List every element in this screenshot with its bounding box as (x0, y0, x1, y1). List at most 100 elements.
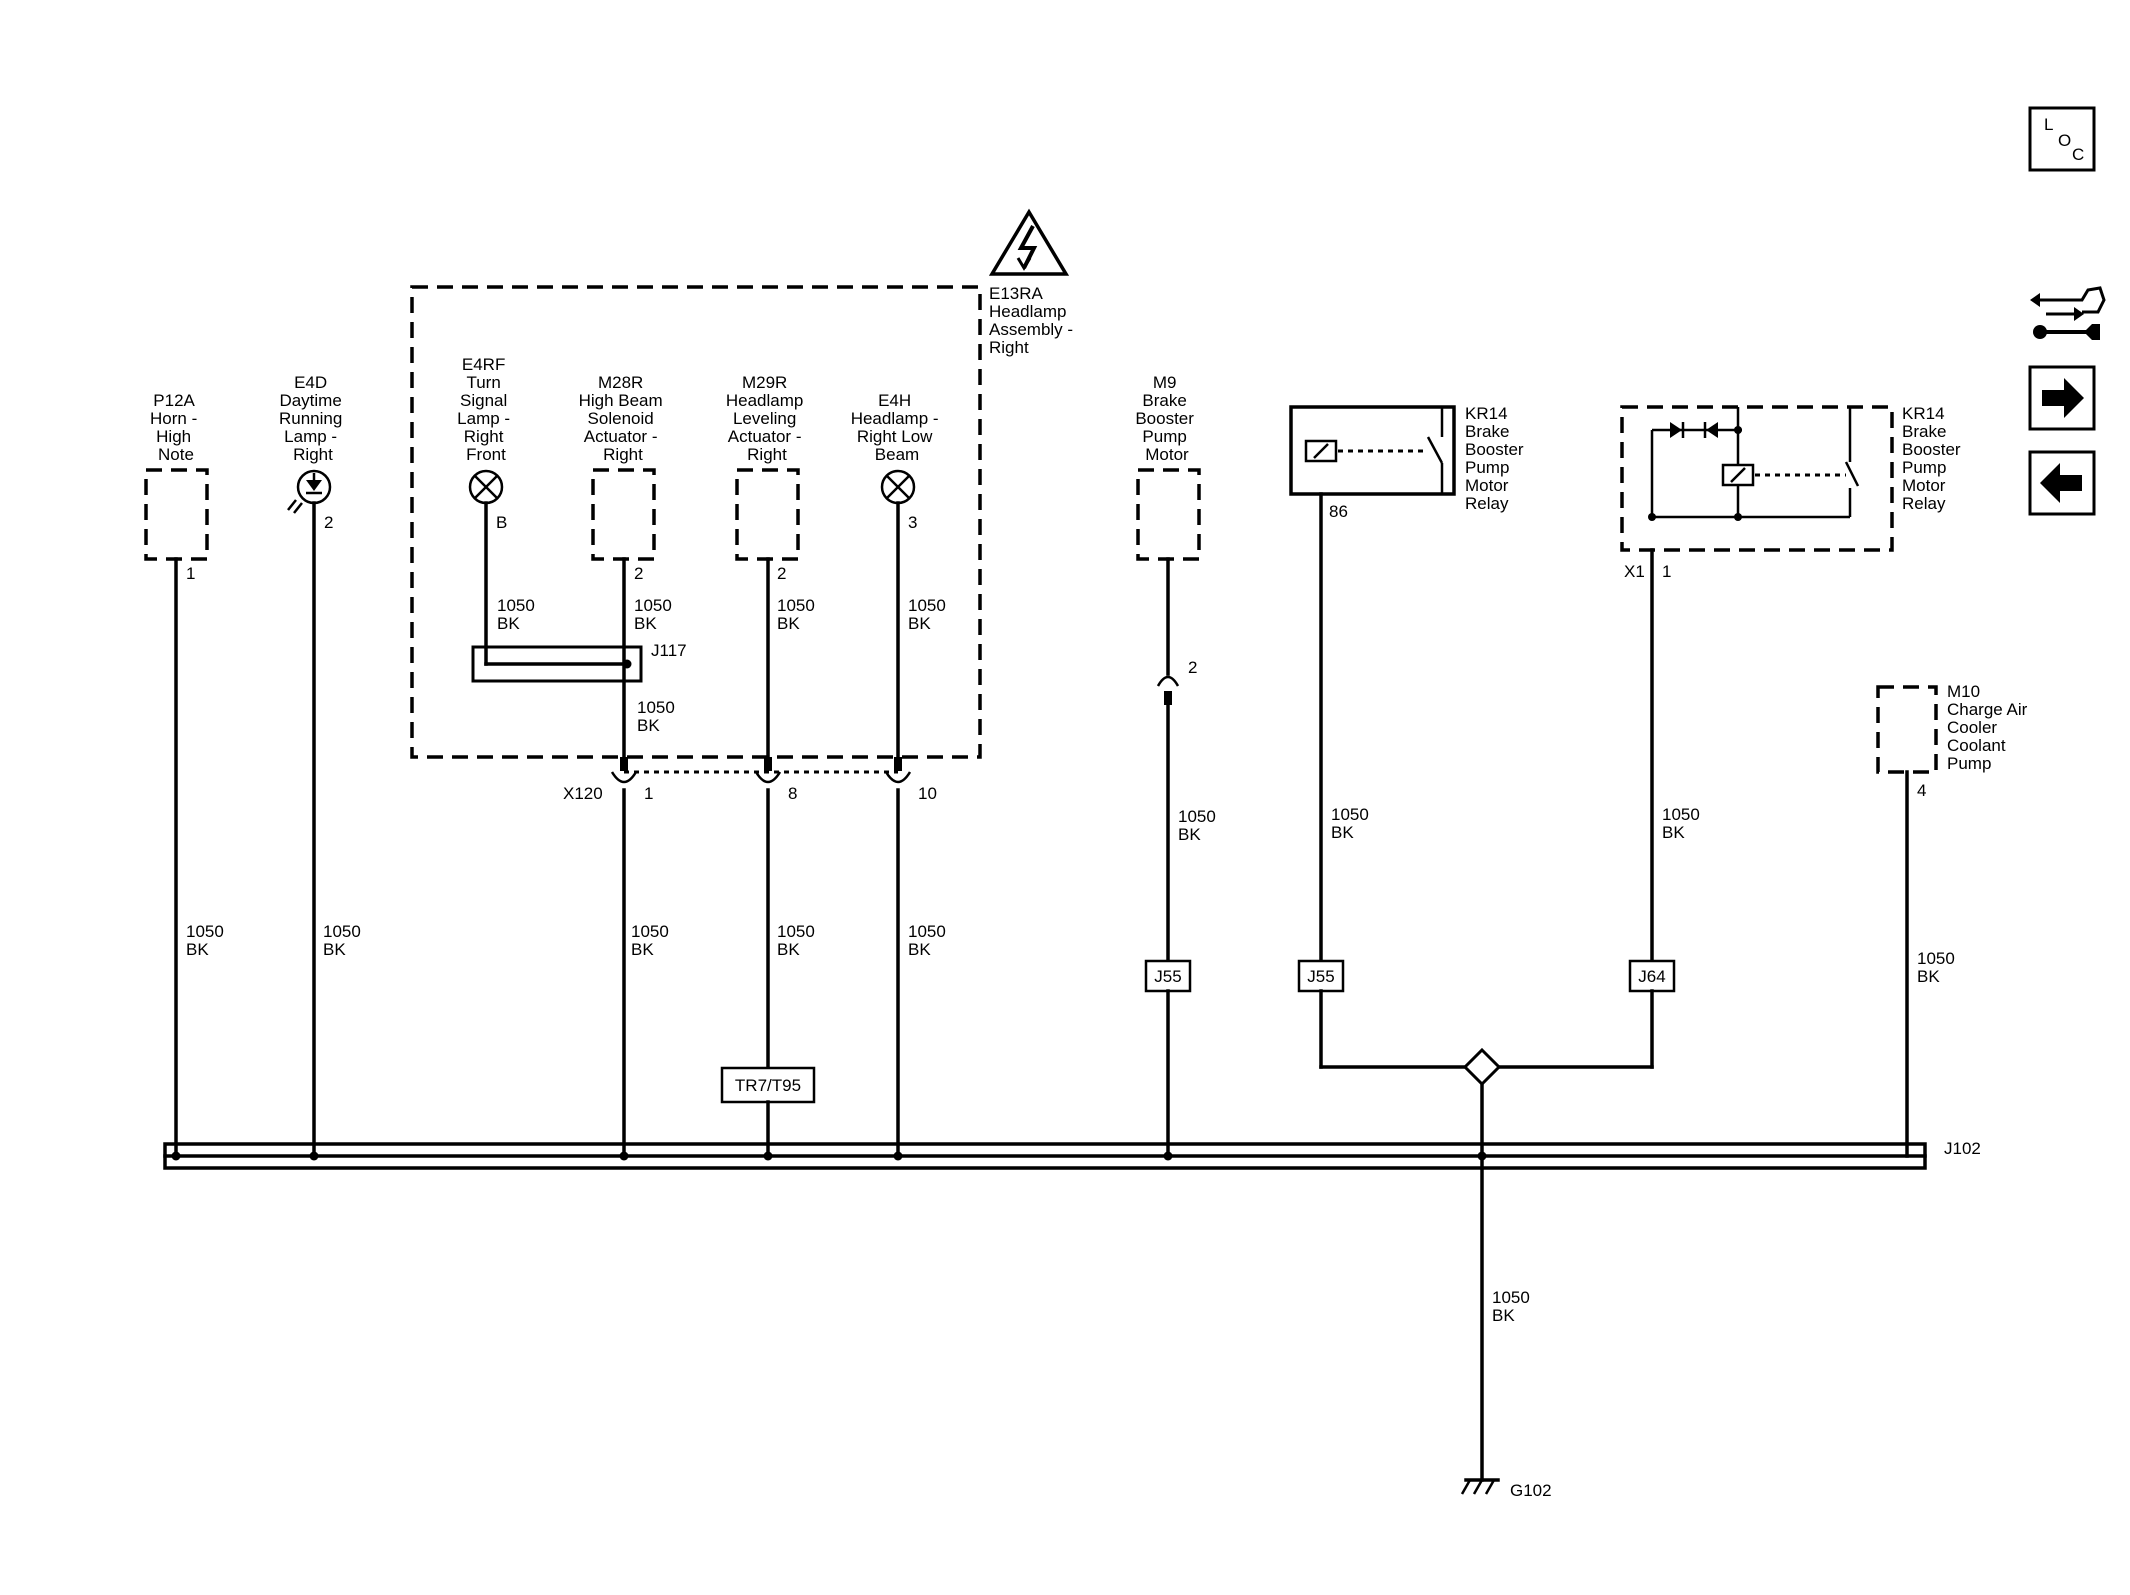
component-label: Solenoid (588, 409, 654, 428)
tr-reference-box: TR7/T95 (720, 1066, 816, 1104)
component-label: Note (158, 445, 194, 464)
wire-color: BK (1492, 1306, 1515, 1325)
svg-text:E4H Headlamp - Rig: E4H Headlamp - Right Low Beam (851, 391, 944, 464)
x120-pin: 8 (788, 784, 797, 803)
headlamp-assembly-e13ra: E13RA Headlamp Assembly - Right (410, 208, 1073, 759)
component-label: Pump (1142, 427, 1186, 446)
component-kr14-relay-a: KR14 Brake Booster Pump Motor Relay 86 1… (1289, 404, 1524, 1069)
component-m9-brake-booster-motor: M9 Brake Booster Pump Motor 2 1050 BK J5… (1135, 373, 1216, 1161)
next-page-button[interactable] (2028, 365, 2096, 431)
wire-gauge: 1050 (497, 596, 535, 615)
svg-text:L: L (2044, 115, 2053, 134)
component-label: Right (293, 445, 333, 464)
wire-color: BK (631, 940, 654, 959)
component-label: Motor (1465, 476, 1509, 495)
splice-pack-j102: J102 (163, 1139, 1981, 1170)
wire-color: BK (777, 614, 800, 633)
component-m28r-high-beam-actuator: M28R High Beam Solenoid Actuator - Right… (579, 373, 675, 1161)
pin-label: B (496, 513, 507, 532)
svg-text:E4RF Turn Signal: E4RF Turn Signal Lamp - Right Front (457, 355, 515, 464)
previous-arrow-icon (2040, 463, 2082, 503)
wire-color: BK (497, 614, 520, 633)
pin-label: 1 (186, 564, 195, 583)
component-label: M29R (742, 373, 787, 392)
wire-gauge: 1050 (634, 596, 672, 615)
component-label: Running (279, 409, 342, 428)
relay-coil-icon (1304, 439, 1338, 463)
component-label: E4RF (462, 355, 505, 374)
component-label: E4H (878, 391, 911, 410)
wire-gauge: 1050 (1331, 805, 1369, 824)
svg-text:M29R Headlamp Leve: M29R Headlamp Leveling Actuator - Right (726, 373, 808, 464)
ground-g102: G102 (1460, 1478, 1552, 1500)
esd-warning-icon (988, 208, 1070, 276)
component-e4rf-turn-signal: E4RF Turn Signal Lamp - Right Front B 10… (457, 355, 535, 666)
inline-connector-icon (1156, 675, 1180, 705)
component-label: Charge Air (1947, 700, 2028, 719)
component-label: Beam (875, 445, 919, 464)
component-label: M28R (598, 373, 643, 392)
component-label: Turn (466, 373, 500, 392)
diode-icon (1670, 422, 1718, 438)
j117-label: J117 (651, 641, 687, 660)
lamp-icon (880, 469, 916, 505)
pin-label: 4 (1917, 781, 1926, 800)
component-label: Pump (1947, 754, 1991, 773)
pin-label: 2 (1188, 658, 1197, 677)
component-label: Brake (1465, 422, 1509, 441)
loc-button[interactable]: L O C (2028, 106, 2096, 172)
connector-repair-button[interactable] (2030, 286, 2106, 340)
splice-j55: J55 (1144, 959, 1192, 993)
connector-label: X1 (1624, 562, 1645, 581)
component-label: Brake (1142, 391, 1186, 410)
component-label: Signal (460, 391, 507, 410)
component-e4d-drl: E4D Daytime Running Lamp - Right 2 1050 … (279, 373, 361, 1161)
component-m10-coolant-pump: M10 Charge Air Cooler Coolant Pump 4 105… (1876, 682, 2028, 1158)
component-p12a-horn: P12A Horn - High Note 1 1050 BK (144, 391, 224, 1161)
svg-text:KR14 Brake Booster: KR14 Brake Booster Pump Motor Relay (1902, 404, 1965, 513)
component-label: Right (603, 445, 643, 464)
component-e4h-low-beam: E4H Headlamp - Right Low Beam 3 1050 BK … (851, 391, 946, 1161)
wire-color: BK (1662, 823, 1685, 842)
svg-text:M28R High Beam Sol: M28R High Beam Solenoid Actuator - Right (579, 373, 668, 464)
wire-color: BK (908, 614, 931, 633)
component-label: Headlamp (726, 391, 804, 410)
led-lamp-icon (287, 469, 332, 514)
wire-gauge: 1050 (1917, 949, 1955, 968)
component-label: Front (466, 445, 506, 464)
component-label: Actuator - (728, 427, 802, 446)
component-label: Horn - (150, 409, 197, 428)
component-label: Leveling (733, 409, 796, 428)
component-label: Headlamp - (851, 409, 939, 428)
component-label: Right (464, 427, 504, 446)
component-label: Relay (1902, 494, 1946, 513)
j102-label: J102 (1944, 1139, 1981, 1158)
pin-label: 2 (324, 513, 333, 532)
relay-coil-icon (1721, 463, 1755, 487)
svg-text:J55: J55 (1307, 967, 1334, 986)
component-label: Motor (1145, 445, 1189, 464)
component-label: Pump (1902, 458, 1946, 477)
component-m29r-leveling-actuator: M29R Headlamp Leveling Actuator - Right … (720, 373, 816, 1161)
component-label: M10 (1947, 682, 1980, 701)
component-label: Lamp - (284, 427, 337, 446)
pin-label: 86 (1329, 502, 1348, 521)
loc-icon: L O C (2044, 115, 2084, 164)
wire-gauge: 1050 (908, 596, 946, 615)
ground-icon (1460, 1478, 1500, 1495)
pin-label: 1 (1662, 562, 1671, 581)
component-label: Daytime (279, 391, 341, 410)
assembly-label: Headlamp (989, 302, 1067, 321)
assembly-label: E13RA (989, 284, 1044, 303)
wire-gauge: 1050 (1662, 805, 1700, 824)
wire-color: BK (1917, 967, 1940, 986)
component-label: High Beam (579, 391, 663, 410)
component-label: E4D (294, 373, 327, 392)
component-label: Motor (1902, 476, 1946, 495)
previous-page-button[interactable] (2028, 450, 2096, 516)
splice-j117: J117 (471, 641, 687, 683)
wire-color: BK (777, 940, 800, 959)
component-label: Coolant (1947, 736, 2006, 755)
component-label: P12A (153, 391, 195, 410)
pin-label: 3 (908, 513, 917, 532)
